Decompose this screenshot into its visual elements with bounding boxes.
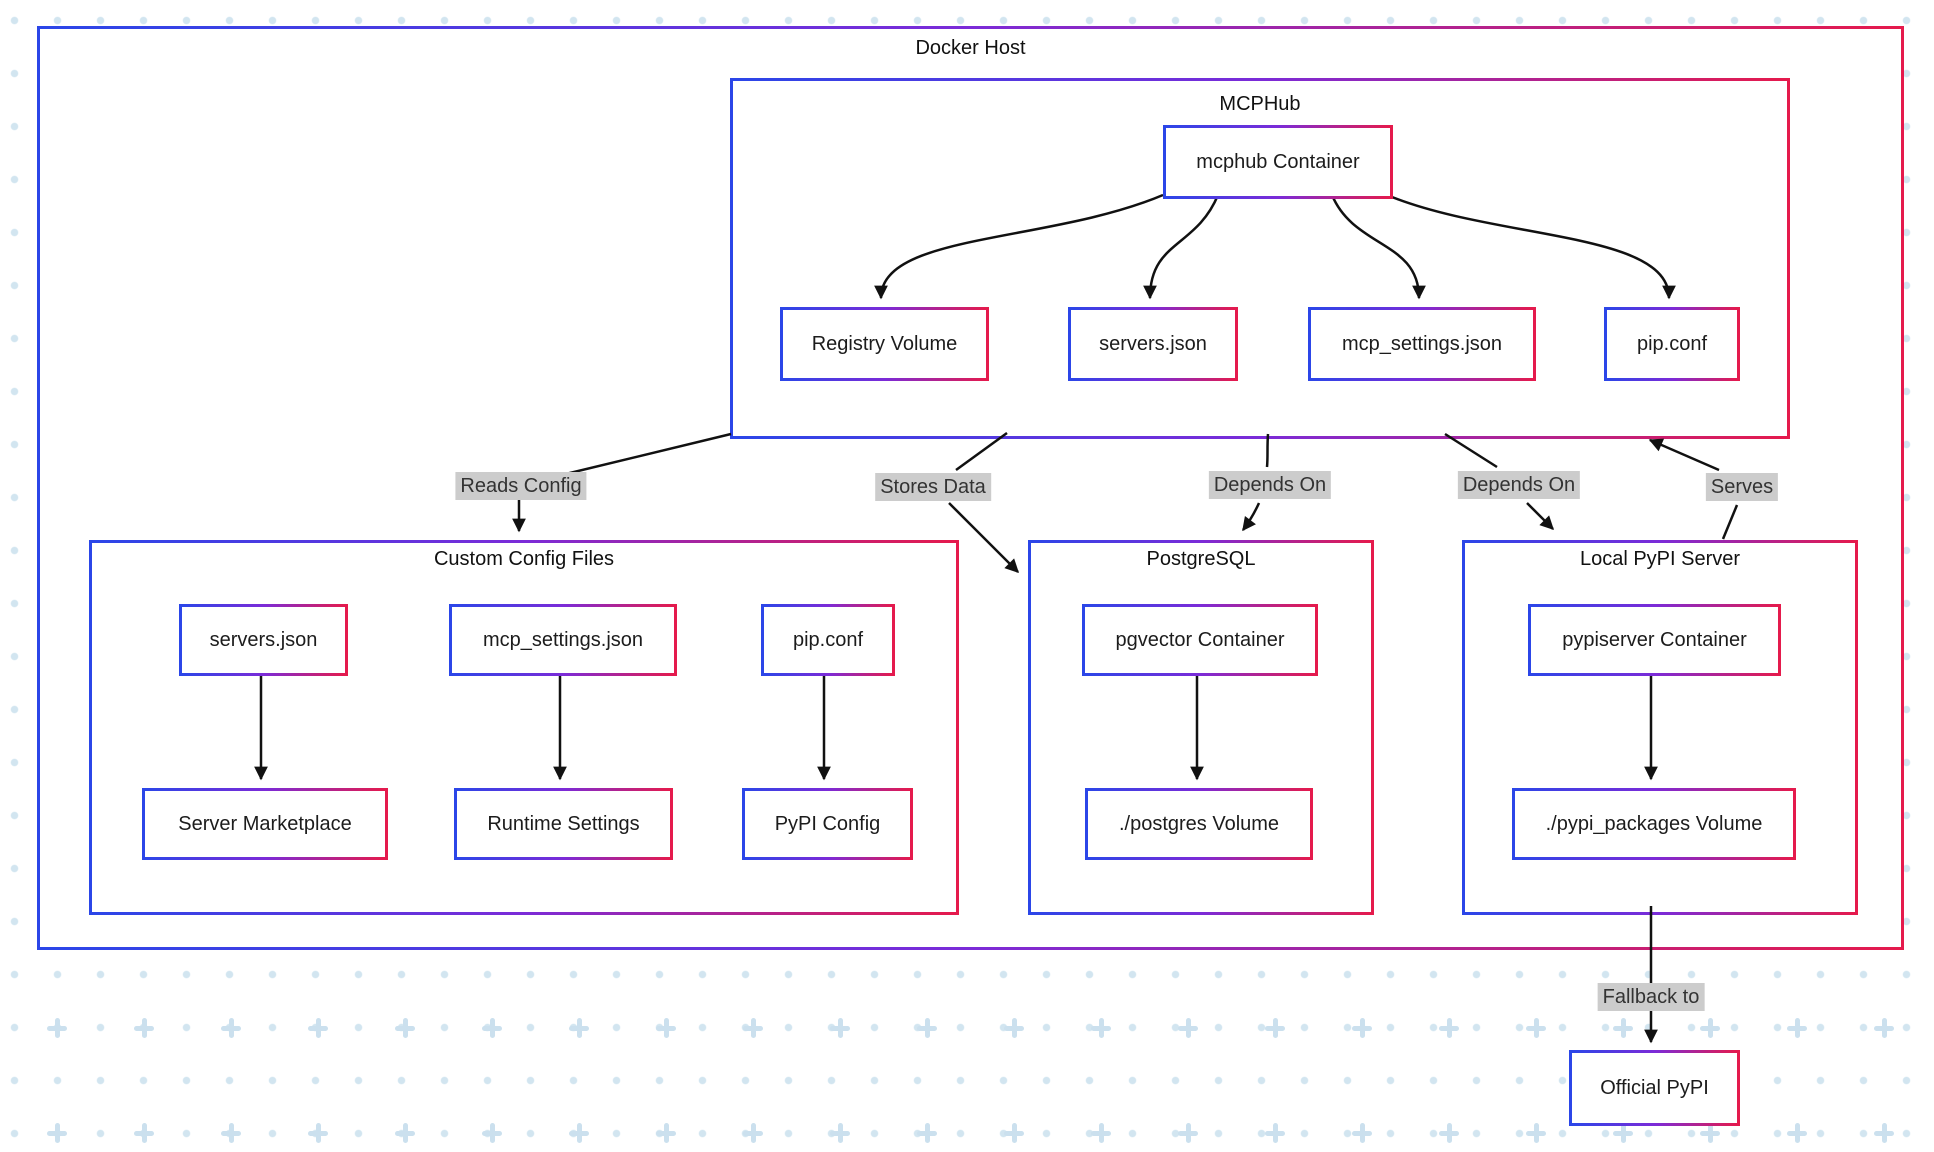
plus-pattern-glyph xyxy=(1178,1123,1198,1143)
plus-pattern-glyph xyxy=(1439,1018,1459,1038)
plus-pattern-glyph xyxy=(482,1123,502,1143)
node-pypi-packages-volume: ./pypi_packages Volume xyxy=(1512,788,1796,860)
node-pip-conf-mcphub: pip.conf xyxy=(1604,307,1740,381)
group-docker-host-label: Docker Host xyxy=(915,37,1026,59)
plus-pattern-glyph xyxy=(1613,1018,1633,1038)
node-pgvector-container: pgvector Container xyxy=(1082,604,1318,676)
plus-pattern-glyph xyxy=(1265,1018,1285,1038)
plus-pattern-glyph xyxy=(1526,1123,1546,1143)
node-pypiserver-container: pypiserver Container xyxy=(1528,604,1781,676)
plus-pattern-glyph xyxy=(569,1123,589,1143)
node-servers-json-custom: servers.json xyxy=(179,604,348,676)
plus-pattern-glyph xyxy=(221,1123,241,1143)
edge-label-reads-config: Reads Config xyxy=(455,472,587,500)
node-registry-volume: Registry Volume xyxy=(780,307,989,381)
node-runtime-settings: Runtime Settings xyxy=(454,788,673,860)
plus-pattern-glyph xyxy=(1874,1123,1894,1143)
plus-pattern-glyph xyxy=(1352,1123,1372,1143)
plus-pattern-glyph xyxy=(1874,1018,1894,1038)
plus-pattern-glyph xyxy=(1526,1018,1546,1038)
node-server-marketplace: Server Marketplace xyxy=(142,788,388,860)
plus-pattern-glyph xyxy=(395,1123,415,1143)
group-local-pypi-server-label: Local PyPI Server xyxy=(1579,548,1741,570)
plus-pattern-glyph xyxy=(1004,1018,1024,1038)
plus-pattern-glyph xyxy=(47,1123,67,1143)
plus-pattern-glyph xyxy=(1439,1123,1459,1143)
plus-pattern-glyph xyxy=(569,1018,589,1038)
group-postgresql-label: PostgreSQL xyxy=(1146,548,1256,570)
plus-pattern-glyph xyxy=(743,1123,763,1143)
plus-pattern-glyph xyxy=(917,1018,937,1038)
group-mcphub-label: MCPHub xyxy=(1219,93,1301,115)
plus-pattern-glyph xyxy=(134,1123,154,1143)
plus-pattern-glyph xyxy=(1787,1018,1807,1038)
plus-pattern-glyph xyxy=(308,1123,328,1143)
node-postgres-volume: ./postgres Volume xyxy=(1085,788,1313,860)
edge-label-depends-on-1: Depends On xyxy=(1208,471,1332,499)
edge-label-serves: Serves xyxy=(1705,473,1779,501)
plus-pattern-glyph xyxy=(1091,1018,1111,1038)
node-mcp-settings-json-custom: mcp_settings.json xyxy=(449,604,677,676)
node-servers-json-mcphub: servers.json xyxy=(1068,307,1238,381)
plus-pattern-glyph xyxy=(395,1018,415,1038)
plus-pattern-glyph xyxy=(1004,1123,1024,1143)
plus-pattern-glyph xyxy=(47,1018,67,1038)
node-pip-conf-custom: pip.conf xyxy=(761,604,895,676)
plus-pattern-glyph xyxy=(221,1018,241,1038)
plus-pattern-glyph xyxy=(1613,1123,1633,1143)
edge-label-stores-data: Stores Data xyxy=(875,473,991,501)
plus-pattern-glyph xyxy=(743,1018,763,1038)
plus-pattern-glyph xyxy=(134,1018,154,1038)
group-custom-config-files-label: Custom Config Files xyxy=(433,548,615,570)
plus-pattern-glyph xyxy=(1700,1123,1720,1143)
plus-pattern-glyph xyxy=(482,1018,502,1038)
plus-pattern-glyph xyxy=(917,1123,937,1143)
plus-pattern-glyph xyxy=(1787,1123,1807,1143)
plus-pattern-glyph xyxy=(656,1123,676,1143)
node-mcphub-container: mcphub Container xyxy=(1163,125,1393,199)
node-official-pypi: Official PyPI xyxy=(1569,1050,1740,1126)
edge-label-depends-on-2: Depends On xyxy=(1457,471,1581,499)
plus-pattern-glyph xyxy=(1352,1018,1372,1038)
node-pypi-config: PyPI Config xyxy=(742,788,913,860)
plus-pattern-glyph xyxy=(830,1018,850,1038)
plus-pattern-glyph xyxy=(830,1123,850,1143)
node-mcp-settings-json-mcphub: mcp_settings.json xyxy=(1308,307,1536,381)
plus-pattern-glyph xyxy=(1700,1018,1720,1038)
edge-label-fallback-to: Fallback to xyxy=(1597,983,1705,1011)
plus-pattern-glyph xyxy=(308,1018,328,1038)
plus-pattern-glyph xyxy=(1091,1123,1111,1143)
plus-pattern-glyph xyxy=(656,1018,676,1038)
plus-pattern-glyph xyxy=(1178,1018,1198,1038)
plus-pattern-glyph xyxy=(1265,1123,1285,1143)
